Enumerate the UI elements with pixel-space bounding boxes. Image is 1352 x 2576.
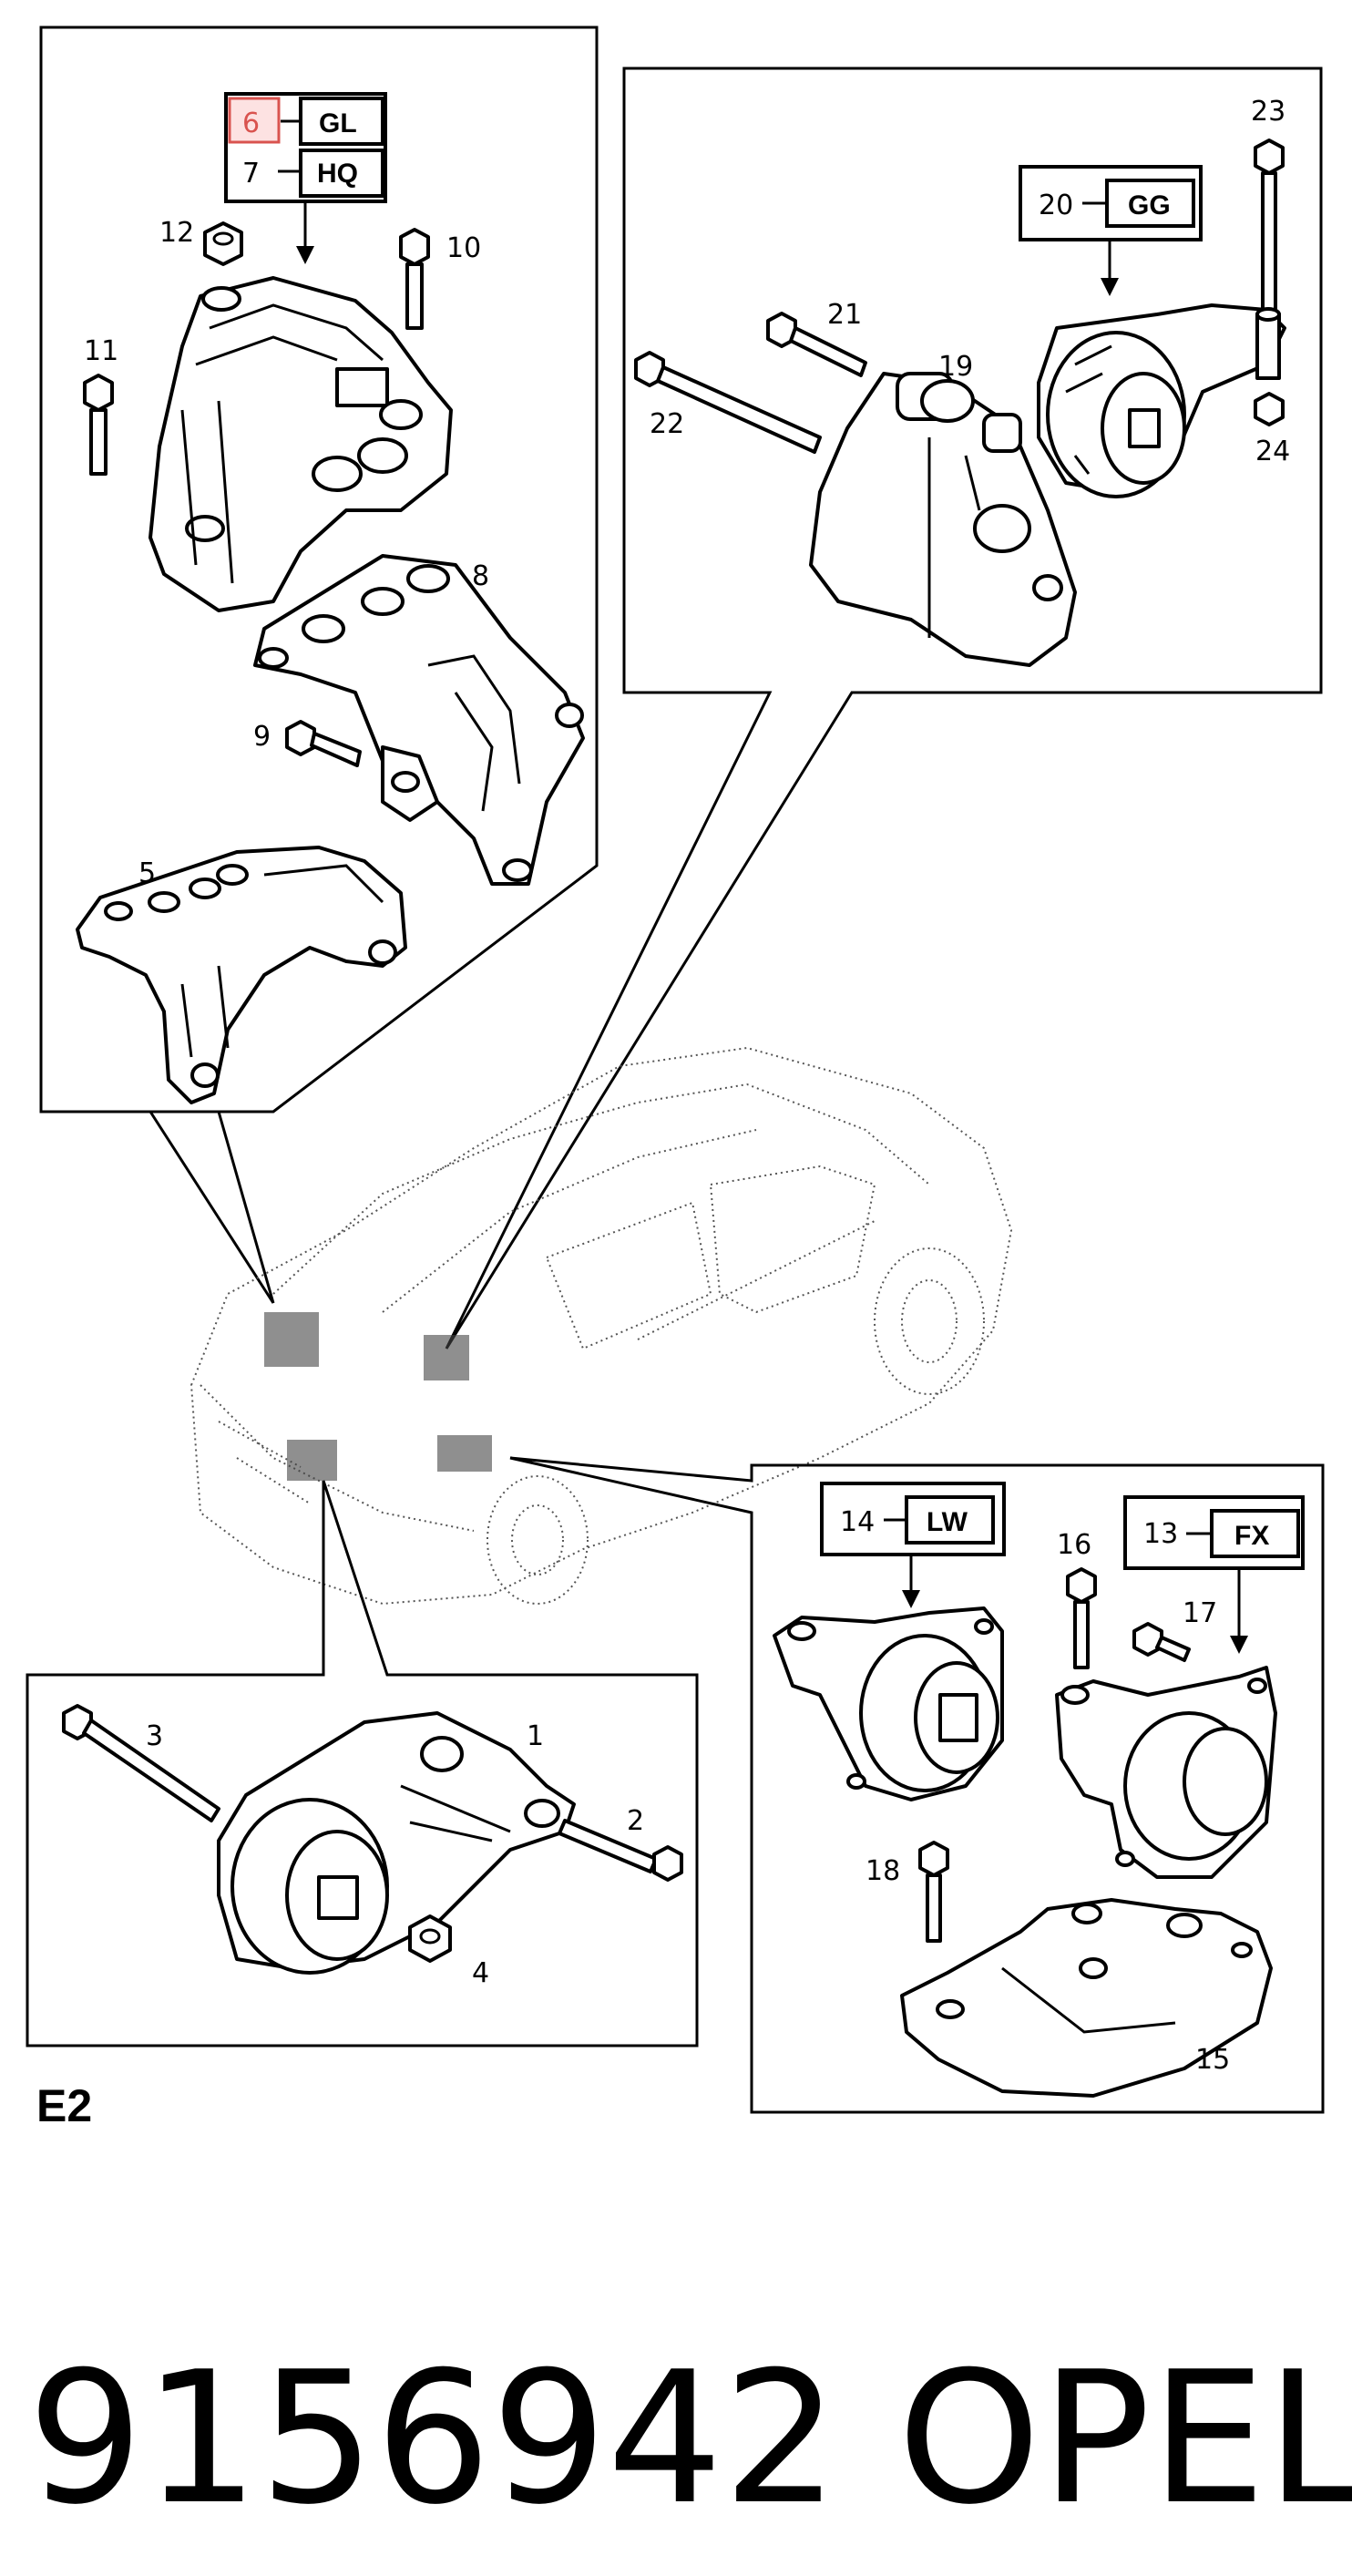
callout-3[interactable]: 3 <box>146 1720 163 1752</box>
callout-5[interactable]: 5 <box>138 857 156 889</box>
car-illustration <box>189 1046 1013 1606</box>
callout-9[interactable]: 9 <box>253 721 271 753</box>
callout-24[interactable]: 24 <box>1255 436 1290 467</box>
part-5-bracket <box>76 846 407 1104</box>
part-8-bracket <box>253 554 585 886</box>
callout-10[interactable]: 10 <box>446 232 481 264</box>
part-6-mount <box>149 276 453 612</box>
callout-7[interactable]: 7 <box>242 158 260 190</box>
code-gg: GG <box>1128 190 1171 221</box>
callout-18[interactable]: 18 <box>865 1855 900 1887</box>
part-14-mount <box>773 1606 1004 1801</box>
part-9-bolt <box>285 720 362 767</box>
callout-20[interactable]: 20 <box>1039 190 1073 221</box>
callout-22[interactable]: 22 <box>650 408 684 440</box>
panel-bottom-left: 3 1 2 4 <box>26 1480 699 2047</box>
part-12-nut <box>203 221 243 266</box>
callout-2[interactable]: 2 <box>627 1805 644 1837</box>
panel-top-right: 20 GG 23 24 <box>445 67 1323 1350</box>
part-15-bracket <box>900 1898 1273 2098</box>
section-label: E2 <box>36 2080 92 2131</box>
part-16-bolt <box>1066 1567 1097 1669</box>
callout-6-highlight <box>228 97 281 144</box>
callout-12[interactable]: 12 <box>159 217 194 249</box>
part-13-mount <box>1055 1666 1277 1879</box>
part-2-bolt <box>558 1819 683 1882</box>
part-10-bolt <box>399 228 430 330</box>
part-24-nut <box>1254 392 1285 426</box>
part-11-bolt <box>83 374 114 476</box>
panel-bottom-right: 14 LW 13 FX 16 <box>509 1456 1325 2114</box>
code-hq: HQ <box>317 159 358 189</box>
callout-13[interactable]: 13 <box>1143 1518 1178 1550</box>
callout-8[interactable]: 8 <box>472 560 489 592</box>
callout-23[interactable]: 23 <box>1251 96 1285 128</box>
part-18-bolt <box>918 1841 949 1943</box>
part-22-bolt <box>634 351 822 454</box>
code-gl: GL <box>319 108 357 139</box>
callout-16[interactable]: 16 <box>1057 1529 1091 1561</box>
code-fx: FX <box>1234 1521 1269 1551</box>
part-21-bolt <box>766 312 867 377</box>
part-23-bolt <box>1254 139 1285 312</box>
panel-top-left: 6 GL 7 HQ 12 10 11 <box>39 26 599 1304</box>
part-3-bolt <box>62 1704 220 1822</box>
callout-15[interactable]: 15 <box>1195 2044 1230 2076</box>
callout-11[interactable]: 11 <box>84 335 118 367</box>
part-17-bolt <box>1132 1622 1191 1662</box>
callout-17[interactable]: 17 <box>1183 1597 1217 1629</box>
part-number: 9156942 <box>27 2333 839 2545</box>
callout-21[interactable]: 21 <box>827 299 862 331</box>
part-4-nut <box>408 1914 452 1963</box>
part-1-mount <box>217 1711 576 1975</box>
part-19-bracket <box>809 372 1077 667</box>
brand-name: OPEL <box>897 2333 1352 2545</box>
callout-19[interactable]: 19 <box>938 351 973 383</box>
callout-1[interactable]: 1 <box>527 1720 544 1752</box>
callout-6[interactable]: 6 <box>242 108 260 139</box>
part-20-mount <box>1037 303 1286 498</box>
callout-4[interactable]: 4 <box>472 1957 489 1989</box>
code-lw: LW <box>927 1507 968 1537</box>
callout-14[interactable]: 14 <box>840 1506 875 1538</box>
